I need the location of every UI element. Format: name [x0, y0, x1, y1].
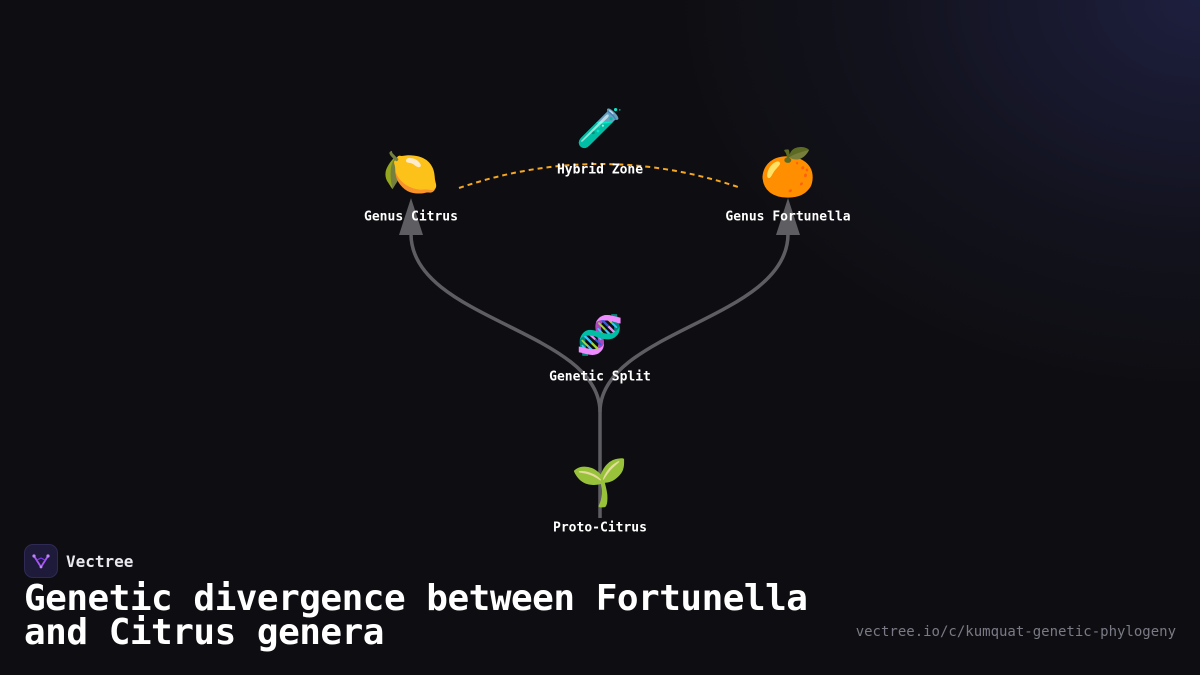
node-proto-citrus: 🌱 Proto-Citrus	[553, 455, 647, 536]
brand-name: Vectree	[66, 551, 134, 571]
source-url: vectree.io/c/kumquat-genetic-phylogeny	[855, 624, 1176, 640]
arrowhead-genus-fortunella	[776, 198, 800, 235]
seedling-icon: 🌱	[571, 455, 628, 509]
dna-icon: 🧬	[576, 312, 623, 358]
orange-icon: 🍊	[759, 145, 818, 199]
node-label: Genus Citrus	[364, 210, 458, 225]
hybrid-link	[458, 163, 742, 189]
vectree-logo-icon	[24, 544, 58, 578]
node-label: Genetic Split	[549, 370, 651, 385]
node-genus-fortunella: 🍊 Genus Fortunella	[725, 145, 850, 225]
edge-to-genus-fortunella	[598, 233, 790, 413]
node-label: Hybrid Zone	[557, 163, 643, 178]
brand: Vectree	[24, 544, 133, 578]
page-title: Genetic divergence between Fortunella an…	[24, 578, 808, 653]
node-label: Genus Fortunella	[725, 210, 850, 225]
arrowhead-genus-citrus	[399, 198, 423, 235]
test-tube-icon: 🧪	[576, 106, 623, 150]
node-hybrid-zone: 🧪 Hybrid Zone	[557, 106, 643, 178]
edge-to-genus-citrus	[409, 233, 602, 413]
node-genus-citrus: 🍋 Genus Citrus	[364, 145, 458, 225]
lemon-icon: 🍋	[382, 145, 439, 199]
node-label: Proto-Citrus	[553, 521, 647, 536]
node-genetic-split: 🧬 Genetic Split	[549, 312, 651, 385]
